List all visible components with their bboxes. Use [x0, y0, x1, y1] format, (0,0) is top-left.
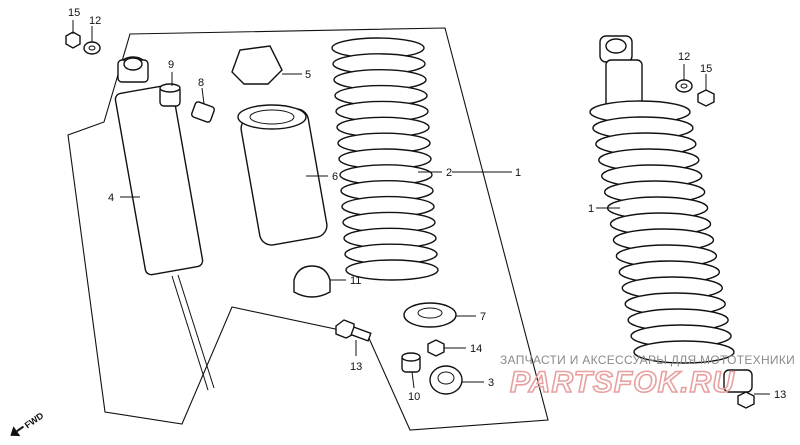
bushing-part-9	[159, 83, 181, 107]
label-15-right: 15	[700, 63, 712, 75]
nut-part-14	[427, 339, 445, 357]
watermark-tagline: ЗАПЧАСТИ И АКСЕССУАРЫ ДЛЯ МОТОТЕХНИКИ	[500, 353, 795, 367]
leader-lines	[72, 20, 770, 395]
spring-seat-part-5	[231, 45, 283, 85]
label-10: 10	[408, 391, 420, 403]
label-9: 9	[168, 59, 174, 71]
lower-seat-part-7	[403, 302, 457, 328]
bolt-part-13-right	[737, 391, 755, 409]
label-13-right: 13	[774, 389, 786, 401]
lower-eye-part-3	[429, 365, 463, 395]
label-6: 6	[332, 171, 338, 183]
label-11: 11	[350, 275, 361, 287]
label-2: 2	[446, 167, 452, 179]
fwd-label: FWD	[23, 410, 46, 430]
fwd-arrow: FWD	[10, 410, 46, 437]
label-15-left: 15	[68, 7, 80, 19]
label-14: 14	[470, 343, 482, 355]
assembled-shock-part-1	[589, 35, 753, 393]
label-12-left: 12	[89, 15, 101, 27]
washer-part-12-right	[675, 79, 693, 93]
collar-part-8	[191, 101, 215, 123]
assembly-frame	[67, 27, 549, 431]
label-5: 5	[305, 69, 311, 81]
nut-part-15-left	[65, 31, 81, 49]
bump-stop-part-11	[293, 265, 331, 298]
spring-guide-part-6	[237, 104, 328, 246]
label-3: 3	[488, 377, 494, 389]
shock-body-part-4	[114, 56, 215, 391]
spring-coil	[345, 259, 439, 281]
label-13-left: 13	[350, 361, 362, 373]
label-1-left: 1	[515, 167, 521, 179]
washer-part-12-left	[83, 41, 101, 55]
label-1-right: 1	[588, 203, 594, 215]
watermark-logo: PARTSFOK.RU	[510, 366, 735, 399]
spring-coil	[633, 340, 735, 364]
label-8: 8	[198, 77, 204, 89]
label-4: 4	[108, 192, 114, 204]
bushing-part-10	[401, 352, 421, 373]
label-7: 7	[480, 311, 486, 323]
bolt-part-13-left	[335, 319, 372, 342]
spring-part-2	[331, 37, 439, 281]
nut-part-15-right	[697, 89, 715, 107]
label-12-right: 12	[678, 51, 690, 63]
